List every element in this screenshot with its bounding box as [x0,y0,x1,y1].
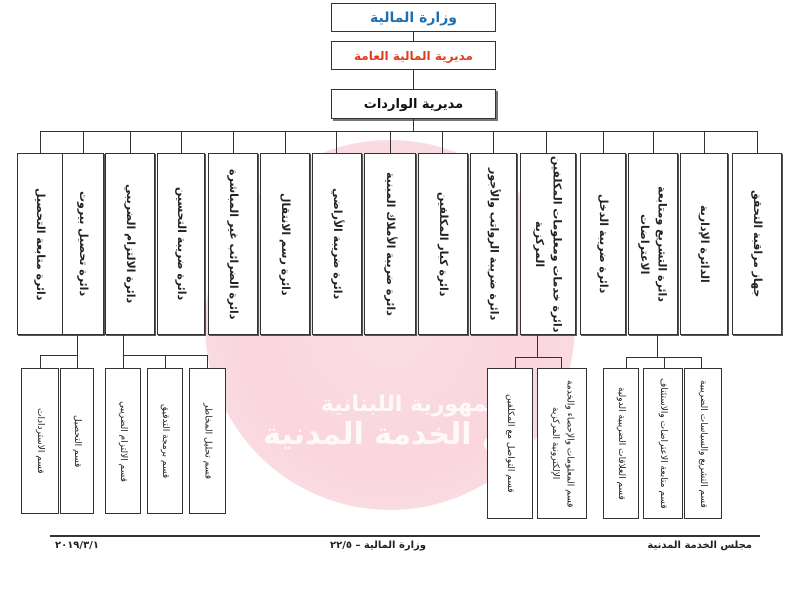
section-connector [40,355,41,368]
department-box: دائرة الالتزام الضريبي [105,153,155,335]
footer-left: ٢٠١٩/٣/١ [55,540,99,551]
dept-drop [40,131,41,153]
dept-drop [336,131,337,153]
dept-drop [704,131,705,153]
section-box: قسم التشريع والسياسات الضريبية [684,368,722,519]
section-box: قسم الالتزام الضريبي [105,368,141,514]
department-label: دائرة ضريبة الأملاك المبنية [383,172,397,316]
section-label: قسم الاستردادات [35,408,46,474]
dept-drop [285,131,286,153]
section-box: قسم التواصل مع المكلفين [487,368,533,519]
section-box: قسم المعلومات والإحصاء والخدمة الإلكترون… [537,368,587,519]
section-connector [657,335,658,357]
section-connector [77,355,78,368]
connector-general [413,70,414,89]
connector-ministry [413,32,414,41]
department-box: دائرة التشريع ومتابعة الاعتراضات [628,153,678,335]
department-label: دائرة خدمات ومعلومات المكلفين المركزية [533,155,564,333]
department-label: دائرة رسم الانتقال [278,192,292,296]
department-label: دائرة ضريبة الأراضي [330,188,344,300]
section-box: قسم متابعة الاعتراضات والاستئناف [643,368,683,519]
section-box: قسم برمجة التدقيق [147,368,183,514]
department-box: دائرة تحصيل بيروت [62,153,104,335]
department-box: دائرة ضريبة الرواتب والأجور [470,153,517,335]
section-label: قسم المعلومات والإحصاء والخدمة الإلكترون… [550,379,575,508]
dept-drop [233,131,234,153]
department-box: دائرة خدمات ومعلومات المكلفين المركزية [520,153,576,335]
department-box: دائرة ضريبة الأراضي [312,153,362,335]
department-label: الدائرة الإدارية [697,205,711,283]
dept-drop [390,131,391,153]
section-connector [123,355,124,368]
department-box: دائرة كبار المكلفين [418,153,468,335]
section-connector [207,355,208,368]
section-connector [515,357,516,368]
watermark-line-2: مجلس الخدمة المدنية [263,417,577,452]
department-label: دائرة كبار المكلفين [436,191,450,297]
department-box: دائرة الضرائب غير المباشرة [208,153,258,335]
dept-drop [493,131,494,153]
department-box: دائرة ضريبة التحسين [157,153,205,335]
department-label: دائرة ضريبة الدخل [596,194,610,294]
footer-center: وزارة المالية – ٢٢/٥ [330,540,427,551]
department-box: دائرة متابعة التحصيل [17,153,63,335]
directorate-label: مديرية الواردات [363,96,464,112]
directorate-box: مديرية الواردات [331,89,496,119]
general-directorate-label: مديرية المالية العامة [354,48,473,63]
section-connector [515,357,562,358]
department-label: دائرة ضريبة الرواتب والأجور [487,167,501,321]
department-label: جهاز مراقبة التحقق [750,190,764,298]
ministry-box: وزارة المالية [331,3,496,32]
dept-drop [757,131,758,153]
department-label: دائرة التشريع ومتابعة الاعتراضات [638,186,669,302]
section-label: قسم العلاقات الضريبية الدولية [616,387,627,500]
section-box: قسم العلاقات الضريبية الدولية [603,368,639,519]
section-connector [664,357,665,368]
department-box: دائرة ضريبة الأملاك المبنية [364,153,416,335]
section-connector [537,335,538,357]
watermark-text: الجمهورية اللبنانية مجلس الخدمة المدنية [255,392,585,452]
department-box: دائرة رسم الانتقال [260,153,310,335]
dept-drop [653,131,654,153]
section-label: قسم التحصيل [72,414,83,468]
dept-drop [603,131,604,153]
section-connector [561,357,562,368]
dept-drop [130,131,131,153]
section-label: قسم تحليل المخاطر [202,403,213,479]
section-connector [40,355,78,356]
section-box: قسم التحصيل [60,368,94,514]
section-connector [626,357,627,368]
section-connector [165,355,166,368]
section-label: قسم متابعة الاعتراضات والاستئناف [658,378,669,509]
ministry-label: وزارة المالية [370,9,457,26]
department-box: دائرة ضريبة الدخل [580,153,626,335]
section-connector [77,335,78,355]
connector-directorate [413,119,414,131]
dept-drop [83,131,84,153]
section-label: قسم التواصل مع المكلفين [505,394,516,493]
section-label: قسم برمجة التدقيق [160,403,171,479]
department-box: جهاز مراقبة التحقق [732,153,782,335]
department-box: الدائرة الإدارية [680,153,728,335]
dept-drop [442,131,443,153]
department-label: دائرة الضرائب غير المباشرة [226,168,240,320]
footer-rule [50,535,760,537]
general-directorate-box: مديرية المالية العامة [331,41,496,70]
department-bus-line [40,131,758,132]
section-box: قسم تحليل المخاطر [189,368,226,514]
department-label: دائرة تحصيل بيروت [76,191,90,297]
department-label: دائرة الالتزام الضريبي [123,184,137,304]
section-label: قسم الالتزام الضريبي [118,400,129,482]
footer-right: مجلس الخدمة المدنية [647,540,752,551]
watermark-line-1: الجمهورية اللبنانية [320,392,520,417]
section-label: قسم التشريع والسياسات الضريبية [698,379,709,508]
dept-drop [181,131,182,153]
department-label: دائرة ضريبة التحسين [174,187,188,301]
section-box: قسم الاستردادات [21,368,59,514]
dept-drop [546,131,547,153]
department-label: دائرة متابعة التحصيل [33,187,47,301]
section-connector [123,335,124,355]
section-connector [701,357,702,368]
